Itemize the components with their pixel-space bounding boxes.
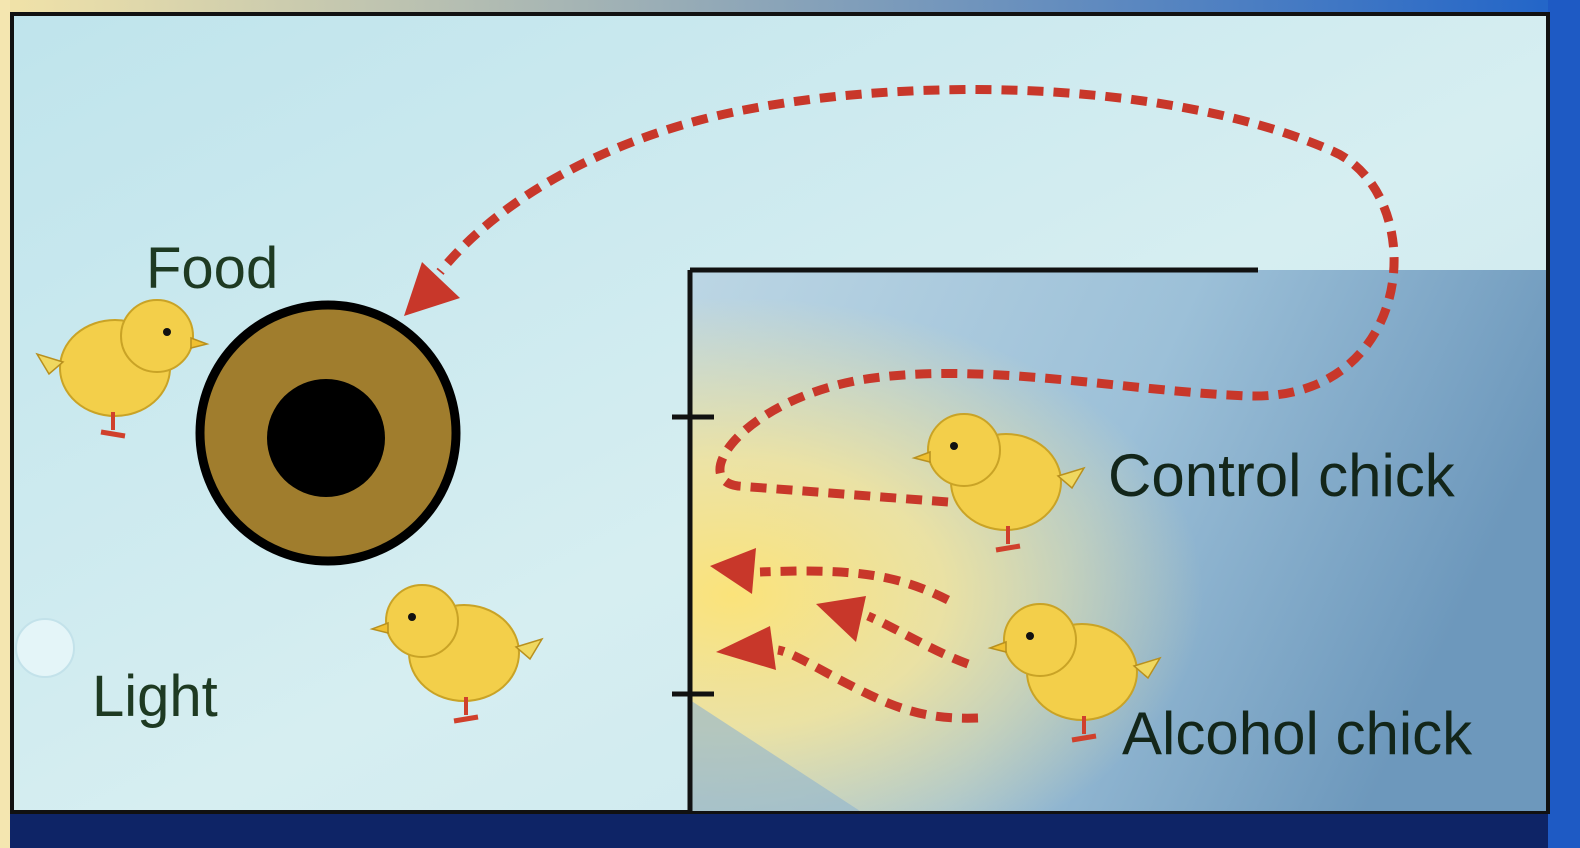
alcohol-chick-label: Alcohol chick	[1122, 700, 1473, 767]
light-source-icon	[16, 619, 74, 677]
control-chick-label: Control chick	[1108, 442, 1456, 509]
food-label: Food	[146, 236, 278, 301]
light-label: Light	[92, 664, 218, 729]
food-dish-icon	[200, 305, 456, 561]
